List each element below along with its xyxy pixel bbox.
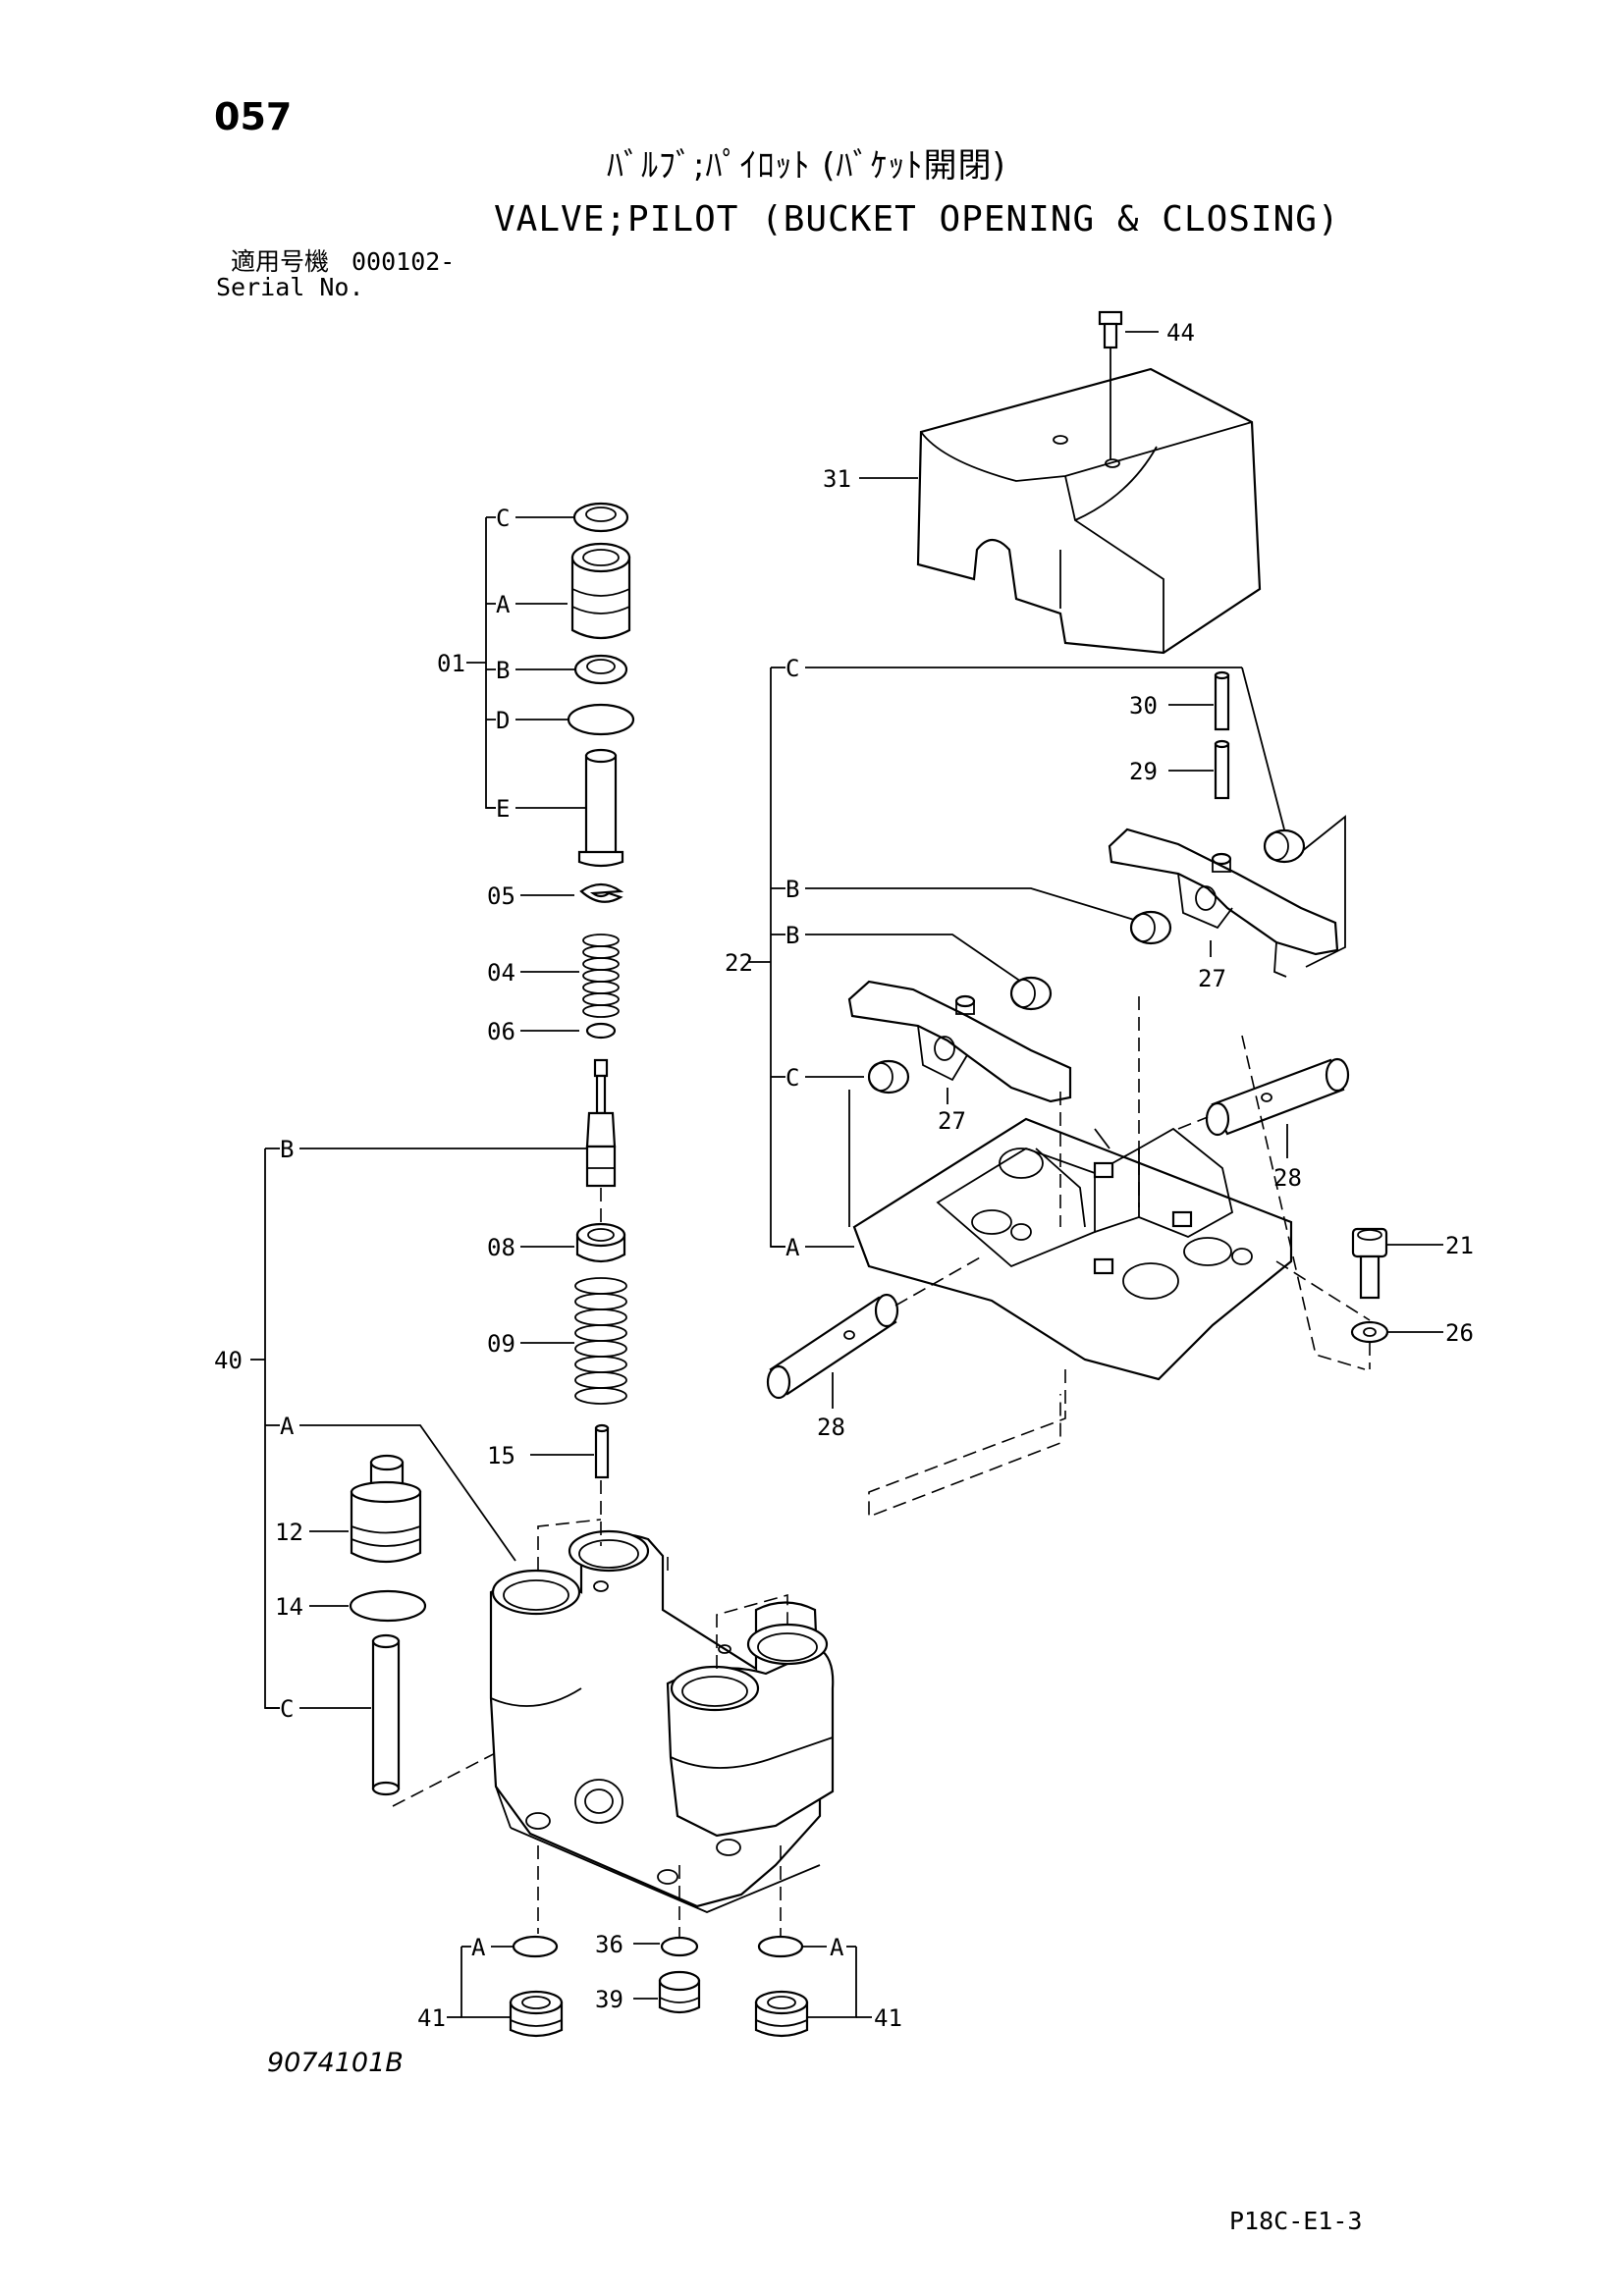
- callout-28-left: 28: [817, 1414, 845, 1441]
- page-number: 057: [214, 95, 293, 138]
- callout-15: 15: [487, 1442, 515, 1469]
- seal-b-part: [573, 654, 628, 685]
- callout-12: 12: [275, 1519, 303, 1546]
- plug-41-left-part: [509, 1990, 564, 2038]
- callout-22: 22: [725, 949, 753, 977]
- callout-09: 09: [487, 1330, 515, 1358]
- callout-06: 06: [487, 1018, 515, 1045]
- seal-c-part: [572, 502, 629, 533]
- callout-41-left: 41: [417, 2004, 446, 2032]
- screw-21-part: [1351, 1227, 1388, 1300]
- page-title-japanese: ﾊﾞﾙﾌﾞ;ﾊﾟｲﾛｯﾄ (ﾊﾞｹｯﾄ開閉): [607, 146, 1006, 186]
- lever-upper-part: [1108, 828, 1339, 978]
- group22-label-a: A: [785, 1234, 800, 1261]
- callout-31: 31: [823, 465, 851, 493]
- pin-15-part: [594, 1423, 610, 1479]
- callout-14: 14: [275, 1593, 303, 1621]
- group22-label-c-lower: C: [785, 1064, 799, 1092]
- callout-08: 08: [487, 1234, 515, 1261]
- plug-12-part: [350, 1454, 422, 1563]
- pin-c-part: [371, 1633, 401, 1796]
- seal-a-right-part: [757, 1935, 804, 1958]
- washer-26-part: [1350, 1320, 1389, 1344]
- washer-06-part: [585, 1022, 617, 1040]
- pin-30-part: [1214, 670, 1230, 731]
- callout-41-right: 41: [874, 2004, 902, 2032]
- serial-number-value: 000102-: [352, 247, 456, 276]
- plug-39-part: [658, 1970, 701, 2014]
- callout-27-lower: 27: [938, 1107, 966, 1135]
- callout-05: 05: [487, 882, 515, 910]
- plug-41-right-part: [754, 1990, 809, 2038]
- serial-label-japanese: 適用号機: [231, 247, 330, 276]
- group40-label-a: A: [280, 1413, 295, 1440]
- group41-label-a-left: A: [471, 1934, 486, 1961]
- cover-part: [916, 367, 1262, 655]
- callout-01: 01: [437, 650, 465, 677]
- callout-44: 44: [1166, 319, 1195, 347]
- pin-29-part: [1214, 739, 1230, 800]
- spring-09-part: [574, 1277, 627, 1405]
- bushing-a-part: [570, 542, 631, 640]
- bracket-base-part: [852, 1117, 1293, 1381]
- spool-b-part: [585, 1058, 617, 1188]
- callout-21: 21: [1445, 1232, 1474, 1259]
- group01-label-d: D: [496, 707, 510, 734]
- o-ring-14-part: [349, 1589, 427, 1623]
- group01-label-a: A: [496, 591, 511, 618]
- o-ring-d-part: [567, 703, 635, 736]
- callout-29: 29: [1129, 758, 1158, 785]
- callout-27-upper: 27: [1198, 965, 1226, 992]
- plunger-e-part: [577, 748, 624, 868]
- bolt-part: [1098, 310, 1123, 459]
- page-title: VALVE;PILOT (BUCKET OPENING & CLOSING): [494, 199, 1340, 240]
- group22-label-b-upper: B: [785, 876, 799, 903]
- spring-seat-08-part: [575, 1222, 626, 1263]
- snap-ring-part: [579, 882, 624, 903]
- callout-30: 30: [1129, 692, 1158, 720]
- group22-label-c-top: C: [785, 655, 799, 682]
- callout-39: 39: [595, 1986, 623, 2013]
- seal-36-part: [660, 1936, 699, 1957]
- pin-28-left-part: [766, 1293, 899, 1400]
- group01-label-c: C: [496, 505, 510, 532]
- page-reference: P18C-E1-3: [1229, 2207, 1363, 2235]
- group22-label-b-lower: B: [785, 922, 799, 949]
- spring-04-part: [582, 934, 620, 1018]
- figure-code: 9074101B: [267, 2048, 404, 2078]
- bushing-b-lower-part: [1009, 976, 1053, 1011]
- group01-label-e: E: [496, 795, 510, 823]
- group40-label-b: B: [280, 1136, 294, 1163]
- callout-40: 40: [214, 1347, 243, 1374]
- bushing-c-lower-part: [867, 1059, 910, 1095]
- group41-label-a-right: A: [830, 1934, 844, 1961]
- bushing-b-upper-part: [1129, 910, 1172, 945]
- callout-04: 04: [487, 959, 515, 987]
- valve-body-part: [489, 1529, 835, 1913]
- serial-label: Serial No.: [216, 273, 364, 301]
- callout-28-right: 28: [1273, 1164, 1302, 1192]
- group40-label-c: C: [280, 1695, 294, 1723]
- seal-a-left-part: [512, 1935, 559, 1958]
- group01-label-b: B: [496, 657, 510, 684]
- pin-28-right-part: [1205, 1057, 1350, 1137]
- bushing-c-top-part: [1263, 828, 1306, 864]
- callout-26: 26: [1445, 1319, 1474, 1347]
- callout-36: 36: [595, 1931, 623, 1958]
